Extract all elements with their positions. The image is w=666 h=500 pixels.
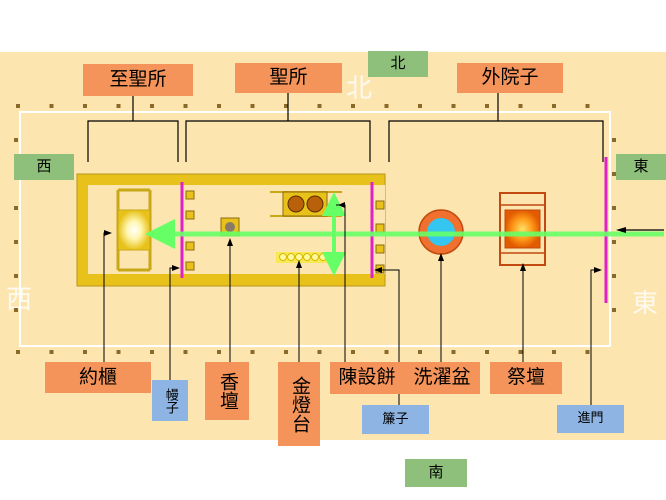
- fence-post: [217, 350, 221, 354]
- showbread-label: 陳設餅: [330, 362, 404, 394]
- fence-post: [284, 104, 288, 108]
- fence-post: [14, 206, 18, 210]
- fence-post: [612, 172, 616, 176]
- fence-post: [351, 104, 355, 108]
- entry-pointer: [616, 227, 664, 233]
- fence-post: [14, 138, 18, 142]
- south-label: 南: [405, 459, 467, 487]
- lampstand-label: 金燈台: [278, 362, 320, 446]
- court-fence: [19, 111, 611, 347]
- fence-post: [552, 350, 556, 354]
- fence-post: [552, 104, 556, 108]
- fence-post: [384, 104, 389, 108]
- west-label: 西: [14, 154, 74, 180]
- fence-post: [612, 138, 616, 142]
- showbread-table: [270, 191, 342, 217]
- fence-post: [16, 104, 20, 108]
- fence-post: [612, 308, 616, 312]
- incense-altar-label: 香壇: [205, 362, 249, 420]
- fence-post: [14, 308, 18, 312]
- fence-post: [49, 350, 54, 354]
- fence-post: [217, 104, 221, 108]
- ark-label: 約櫃: [45, 362, 151, 393]
- fence-post: [16, 350, 20, 354]
- watermark-east: 東: [632, 288, 658, 318]
- fence-post: [451, 104, 456, 108]
- area-brackets: [87, 93, 604, 162]
- fence-post: [116, 104, 121, 108]
- east-label: 東: [616, 154, 666, 180]
- fence-post: [14, 274, 18, 278]
- fence-post: [485, 104, 489, 108]
- fence-post: [351, 350, 355, 354]
- fence-post: [83, 104, 87, 108]
- fence-post: [451, 350, 456, 354]
- gate-label: 進門: [557, 405, 624, 433]
- fence-post: [183, 350, 188, 354]
- fence-post: [612, 274, 616, 278]
- most-holy-place-label: 至聖所: [83, 64, 193, 96]
- holy-place-label: 聖所: [235, 63, 342, 93]
- fence-post: [518, 104, 523, 108]
- curtain-label: 簾子: [362, 405, 429, 434]
- watermark-north: 北: [346, 73, 372, 103]
- fence-post: [585, 104, 590, 108]
- altar-label: 祭壇: [490, 362, 562, 394]
- outer-court-label: 外院子: [457, 63, 563, 93]
- north-label: 北: [368, 51, 428, 77]
- leader-arrowheads: [104, 202, 602, 273]
- fence-post: [150, 104, 154, 108]
- laver-label: 洗濯盆: [404, 362, 480, 394]
- fence-post: [183, 104, 188, 108]
- path-arrows: [145, 192, 664, 276]
- fence-post: [49, 104, 54, 108]
- fence-post: [585, 350, 590, 354]
- fence-post: [83, 350, 87, 354]
- lampstand: [276, 252, 328, 263]
- fence-post: [150, 350, 154, 354]
- fence-post: [317, 350, 322, 354]
- fence-post: [612, 240, 616, 244]
- fence-post: [418, 104, 422, 108]
- fence-post: [418, 350, 422, 354]
- fence-post: [250, 104, 255, 108]
- fence-post: [14, 240, 18, 244]
- burnt-offering-altar: [499, 192, 546, 266]
- fence-post: [284, 350, 288, 354]
- fence-post: [116, 350, 121, 354]
- fence-post: [317, 104, 322, 108]
- fence-post: [485, 350, 489, 354]
- fence-post: [384, 350, 389, 354]
- fence-post: [612, 206, 616, 210]
- veil-label: 幔子: [152, 380, 188, 421]
- fence-post: [518, 350, 523, 354]
- fence-post: [250, 350, 255, 354]
